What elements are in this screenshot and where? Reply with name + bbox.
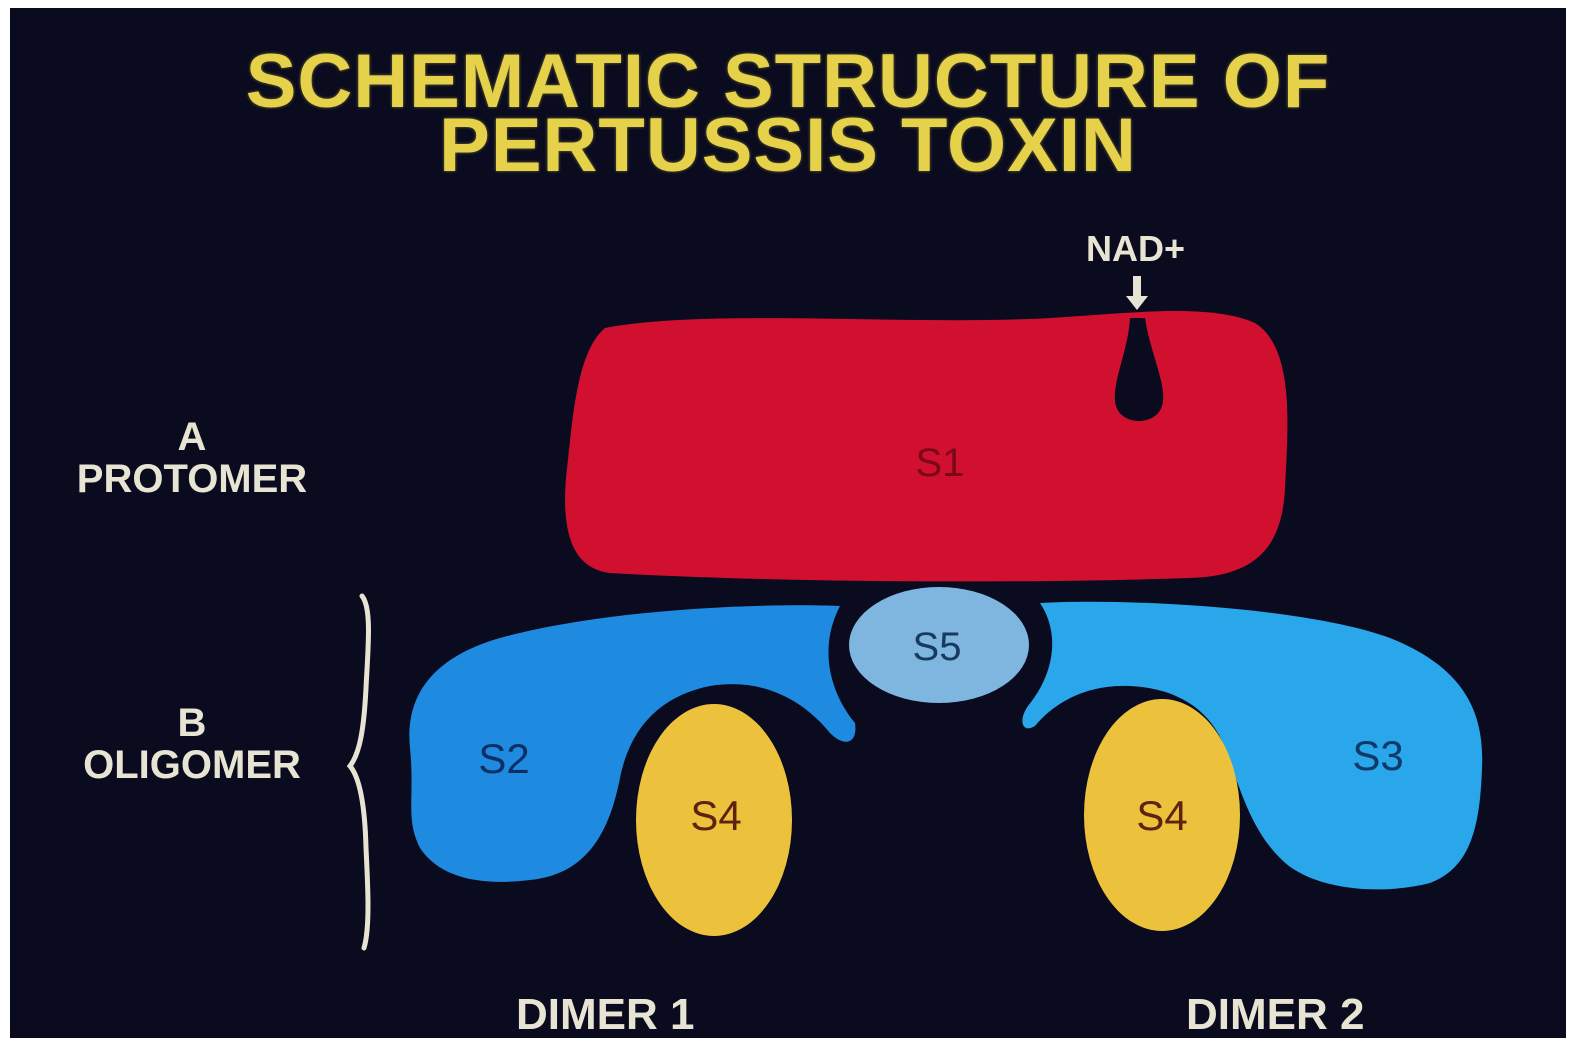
s3-label: S3 xyxy=(1352,732,1403,779)
dimer-2-label: DIMER 2 xyxy=(1186,990,1364,1038)
nad-label: NAD+ xyxy=(1086,228,1185,270)
dimer-1-label: DIMER 1 xyxy=(516,990,694,1038)
a-label-line-2: PROTOMER xyxy=(32,458,352,500)
nad-arrow-shape xyxy=(1126,276,1148,310)
a-protomer-label: A PROTOMER xyxy=(32,416,352,500)
s4-right-label: S4 xyxy=(1136,792,1187,839)
s1-label: S1 xyxy=(916,441,965,485)
s4-left-label: S4 xyxy=(690,792,741,839)
b-oligomer-label: B OLIGOMER xyxy=(32,702,352,786)
b-label-line-1: B xyxy=(32,702,352,744)
a-label-line-1: A xyxy=(32,416,352,458)
oligomer-brace-shape xyxy=(350,596,369,948)
b-label-line-2: OLIGOMER xyxy=(32,744,352,786)
diagram-panel: SCHEMATIC STRUCTURE OF PERTUSSIS TOXIN S… xyxy=(10,8,1566,1038)
s5-label: S5 xyxy=(913,625,962,669)
toxin-diagram: S1 S5 S2 S3 S4 S4 xyxy=(10,8,1566,1038)
s2-label: S2 xyxy=(478,735,529,782)
